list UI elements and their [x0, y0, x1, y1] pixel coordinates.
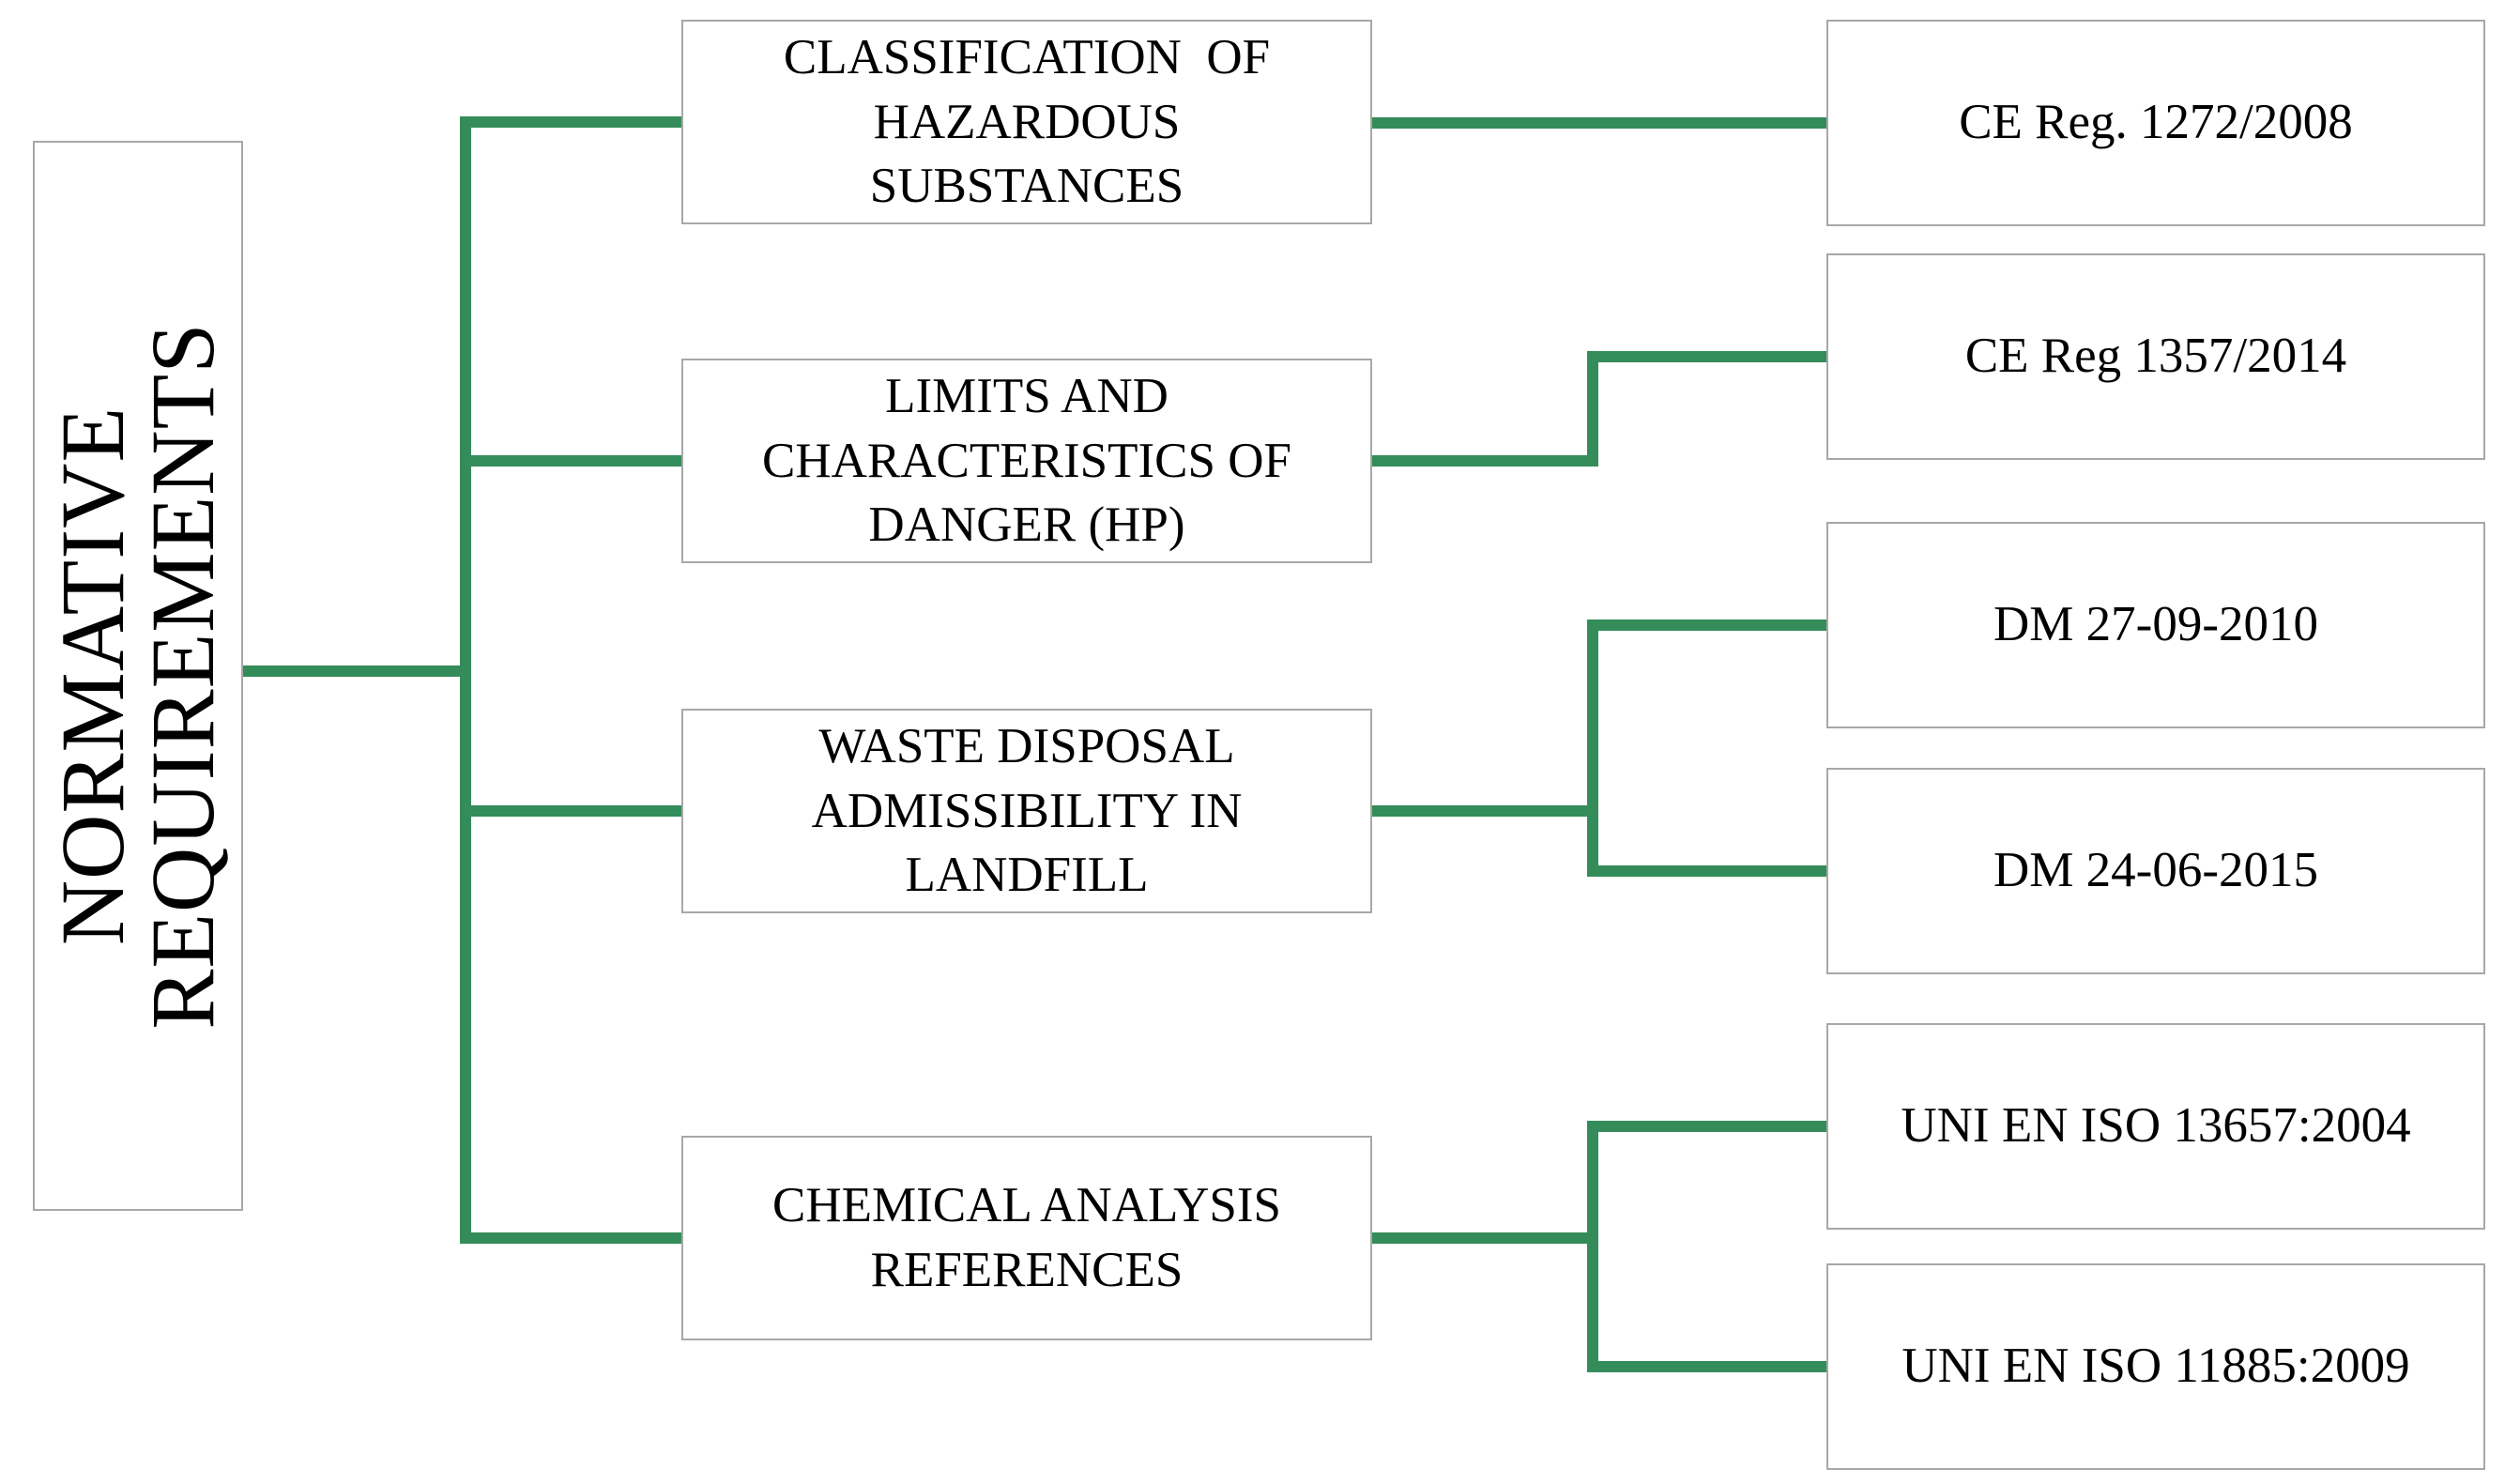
- node-uni-en-iso-13657-2004-label: UNI EN ISO 13657:2004: [1901, 1098, 2411, 1154]
- node-normative-requirements-label: NORMATIVE REQUIREMENTS: [42, 322, 233, 1030]
- connector-chemical-to-uni13657: [1587, 1121, 1826, 1132]
- node-uni-en-iso-11885-2009: UNI EN ISO 11885:2009: [1826, 1263, 2485, 1470]
- node-normative-requirements: NORMATIVE REQUIREMENTS: [33, 141, 243, 1211]
- connector-branch-waste: [460, 805, 681, 817]
- node-dm-24-06-2015: DM 24-06-2015: [1826, 768, 2485, 974]
- connector-root-to-trunk: [241, 666, 471, 677]
- node-ce-reg-1272-2008: CE Reg. 1272/2008: [1826, 20, 2485, 226]
- connector-waste-spine: [1587, 620, 1598, 877]
- node-classification-hazardous-substances: CLASSIFICATION OF HAZARDOUS SUBSTANCES: [681, 20, 1372, 224]
- node-dm-24-06-2015-label: DM 24-06-2015: [1993, 843, 2318, 898]
- connector-waste-to-dm2010: [1587, 620, 1826, 631]
- node-dm-27-09-2010: DM 27-09-2010: [1826, 522, 2485, 728]
- connector-waste-to-dm2015: [1587, 865, 1826, 877]
- connector-branch-limits: [460, 455, 681, 467]
- connector-chemical-to-uni11885: [1587, 1361, 1826, 1372]
- node-limits-characteristics-danger-hp: LIMITS AND CHARACTERISTICS OF DANGER (HP…: [681, 359, 1372, 563]
- connector-limits-to-ce1357: [1587, 351, 1826, 362]
- connector-limits-spine: [1587, 351, 1598, 467]
- node-classification-label: CLASSIFICATION OF HAZARDOUS SUBSTANCES: [783, 29, 1271, 214]
- node-waste-landfill-label: WASTE DISPOSAL ADMISSIBILITY IN LANDFILL: [811, 718, 1243, 903]
- connector-waste-out: [1372, 805, 1598, 817]
- node-ce-reg-1357-2014-label: CE Reg 1357/2014: [1964, 329, 2347, 384]
- connector-classification-to-ce1272: [1372, 117, 1826, 129]
- node-chemical-analysis-label: CHEMICAL ANALYSIS REFERENCES: [772, 1178, 1281, 1297]
- node-limits-hp-label: LIMITS AND CHARACTERISTICS OF DANGER (HP…: [762, 368, 1291, 553]
- node-ce-reg-1357-2014: CE Reg 1357/2014: [1826, 253, 2485, 460]
- node-uni-en-iso-13657-2004: UNI EN ISO 13657:2004: [1826, 1023, 2485, 1230]
- connector-branch-chemical: [460, 1232, 681, 1244]
- node-chemical-analysis-references: CHEMICAL ANALYSIS REFERENCES: [681, 1136, 1372, 1340]
- node-uni-en-iso-11885-2009-label: UNI EN ISO 11885:2009: [1901, 1339, 2410, 1394]
- connector-chemical-out: [1372, 1232, 1598, 1244]
- node-dm-27-09-2010-label: DM 27-09-2010: [1993, 597, 2318, 652]
- node-ce-reg-1272-2008-label: CE Reg. 1272/2008: [1959, 95, 2353, 150]
- connector-limits-out: [1372, 455, 1598, 467]
- node-waste-disposal-admissibility-landfill: WASTE DISPOSAL ADMISSIBILITY IN LANDFILL: [681, 709, 1372, 913]
- connector-chemical-spine: [1587, 1121, 1598, 1372]
- connector-branch-classification: [460, 116, 681, 128]
- connector-trunk: [460, 116, 471, 1244]
